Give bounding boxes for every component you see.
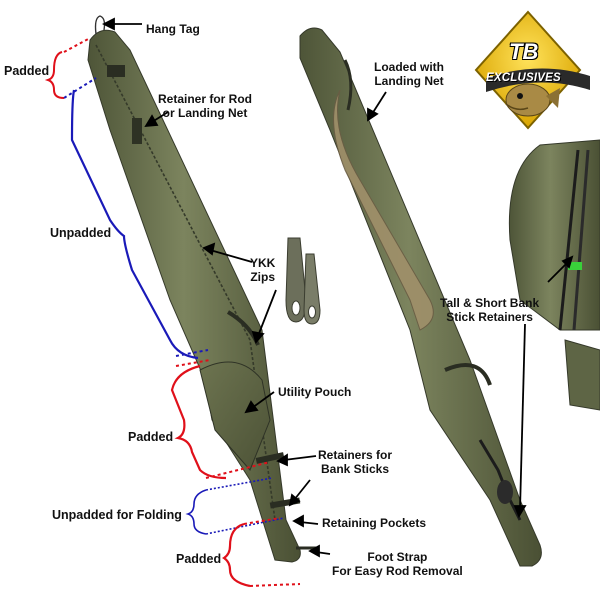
- fish-icon: [505, 83, 560, 117]
- badge-tb-text: TB: [509, 39, 539, 64]
- foot-strap-label-line2: For Easy Rod Removal: [332, 564, 463, 578]
- bracket-padded-bottom: [222, 517, 301, 588]
- bank-stick-retainer-strap: [255, 452, 285, 464]
- net-handle-top: [343, 59, 353, 111]
- padded-mid-label: Padded: [128, 430, 174, 444]
- retainer-rod-label: Retainer for Rod or Landing Net: [158, 92, 252, 120]
- bank-stick-pocket: [564, 339, 600, 411]
- bite-alarm-light: [568, 262, 582, 270]
- rod-holdall-middle: [299, 27, 542, 567]
- brand-logo-patch: [107, 65, 125, 77]
- retainers-bank-label-line2: Bank Sticks: [320, 462, 390, 476]
- retainers-bank-label: Retainers for Bank Sticks: [318, 448, 392, 476]
- unpadded-label: Unpadded: [50, 226, 112, 240]
- ykk-zips-label-line2: Zips: [250, 270, 275, 284]
- bracket-unpadded-fold: [185, 477, 285, 535]
- retaining-pockets-label: Retaining Pockets: [322, 516, 427, 530]
- bank-stick-label: Tall & Short Bank Stick Retainers: [440, 296, 539, 324]
- padded-top-label: Padded: [4, 64, 50, 78]
- bank-stick-detail-crop: [508, 139, 600, 411]
- bank-stick-label-line1: Tall & Short Bank: [440, 296, 540, 310]
- retainer-rod-label-line2: or Landing Net: [162, 106, 248, 120]
- rod-holdall-left: [87, 15, 318, 563]
- loaded-net-label-line2: Landing Net: [374, 74, 444, 88]
- retainers-bank-label-line1: Retainers for: [318, 448, 393, 462]
- padded-bottom-label: Padded: [176, 552, 222, 566]
- ykk-zip-pullers: [285, 237, 321, 325]
- foot-strap-label-line1: Foot Strap: [367, 550, 428, 564]
- rod-retainer-strap: [132, 118, 142, 144]
- tb-exclusives-badge: [474, 10, 590, 130]
- callout-arrows: [101, 17, 574, 558]
- bracket-padded-mid: [170, 359, 271, 480]
- bracket-unpadded: [70, 89, 209, 360]
- utility-pouch-label: Utility Pouch: [278, 385, 352, 399]
- badge-exclusives-text: EXCLUSIVES: [486, 72, 561, 84]
- loaded-net-label-line1: Loaded with: [374, 60, 444, 74]
- bank-stick-label-line2: Stick Retainers: [446, 310, 533, 324]
- ykk-zips-label: YKK Zips: [250, 256, 275, 284]
- loaded-net-label: Loaded with Landing Net: [374, 60, 444, 88]
- foot-strap-label: Foot Strap For Easy Rod Removal: [332, 550, 463, 578]
- retainer-rod-label-line1: Retainer for Rod: [158, 92, 253, 106]
- utility-pouch-shape: [199, 361, 271, 471]
- unpadded-fold-label: Unpadded for Folding: [52, 508, 182, 522]
- landing-net-mesh: [333, 89, 434, 331]
- carry-handle-mid: [444, 363, 492, 386]
- hang-tag-label: Hang Tag: [146, 22, 200, 36]
- bracket-padded-top: [44, 37, 97, 99]
- ykk-zips-label-line1: YKK: [250, 256, 276, 270]
- reel-shape: [497, 480, 513, 504]
